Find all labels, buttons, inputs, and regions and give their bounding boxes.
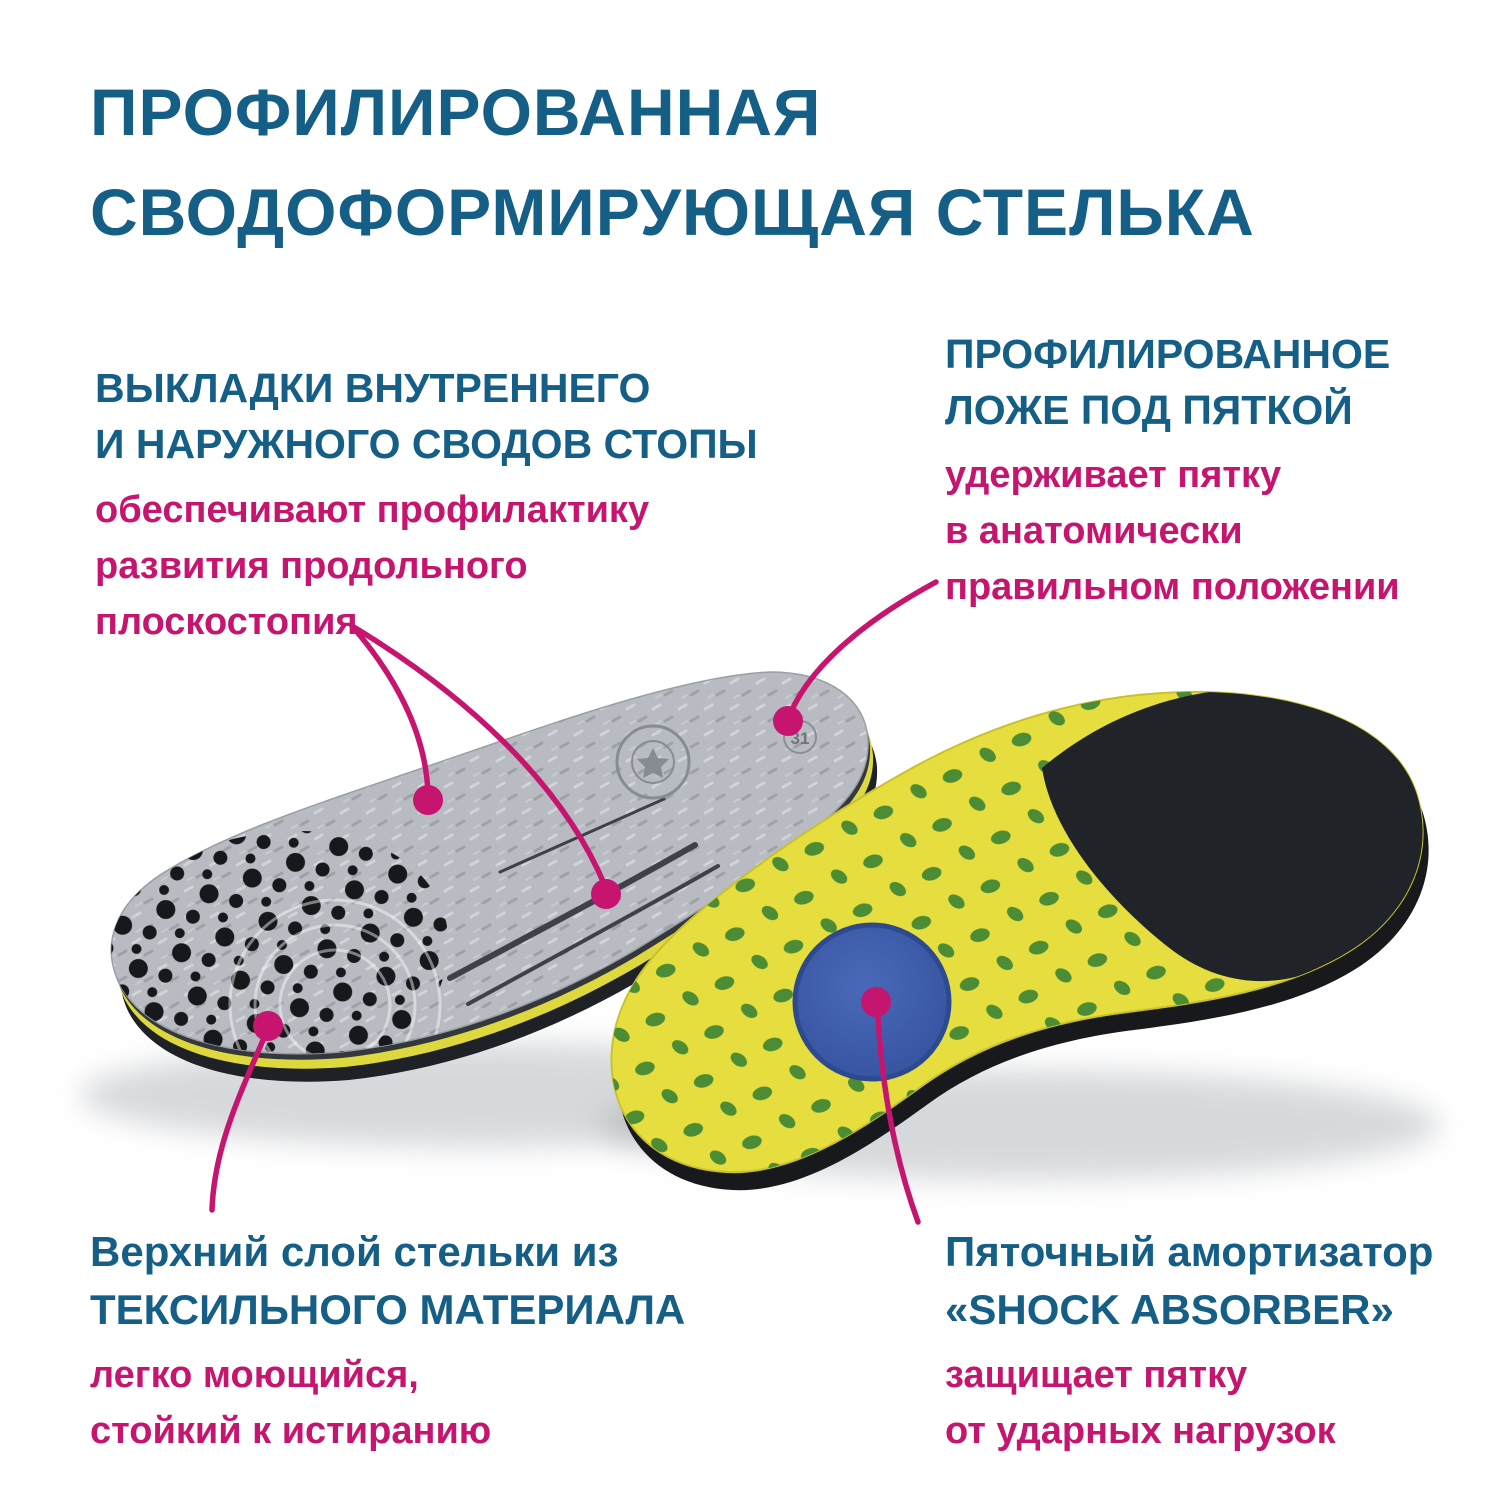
arches-heading-line-1: ВЫКЛАДКИ ВНУТРЕННЕГО (95, 365, 651, 411)
textile-description: легко моющийся, стойкий к истиранию (90, 1347, 491, 1459)
shock-absorber-description-line-2: от ударных нагрузок (945, 1410, 1336, 1452)
left-insole: 31 (110, 671, 878, 1082)
shock-absorber-description-line-1: защищает пятку (945, 1354, 1248, 1396)
callout-dot-arch-outer (591, 879, 621, 909)
callout-line-shock (875, 1013, 921, 1225)
heel-bed-description-line-1: удерживает пятку (945, 454, 1282, 496)
shock-absorber-heading: Пяточный амортизатор «SHOCK ABSORBER» (945, 1223, 1433, 1339)
heel-bed-heading-line-2: ЛОЖЕ ПОД ПЯТКОЙ (945, 387, 1353, 433)
arches-description-line-3: плоскостопия (95, 601, 358, 643)
callout-dot-heel-bed (773, 706, 803, 736)
textile-description-line-1: легко моющийся, (90, 1354, 419, 1396)
heel-ridge-rings (228, 898, 442, 1054)
arches-description: обеспечивают профилактику развития продо… (95, 482, 649, 650)
textile-description-line-2: стойкий к истиранию (90, 1410, 492, 1452)
shock-absorber-heading-line-2: «SHOCK ABSORBER» (945, 1286, 1394, 1333)
arches-description-line-2: развития продольного (95, 545, 528, 587)
flex-grooves (447, 797, 720, 1006)
shock-absorber-description: защищает пятку от ударных нагрузок (945, 1347, 1336, 1459)
toe-grip-dots (111, 830, 449, 1054)
heel-bed-heading-line-1: ПРОФИЛИРОВАННОЕ (945, 331, 1391, 377)
textile-heading-line-1: Верхний слой стельки из (90, 1228, 619, 1275)
callout-dot-shock (861, 987, 891, 1017)
arches-heading-line-2: И НАРУЖНОГО СВОДОВ СТОПЫ (95, 421, 758, 467)
callout-line-arches-2 (349, 623, 608, 889)
arches-description-line-1: обеспечивают профилактику (95, 489, 650, 531)
callout-lines (209, 579, 939, 1225)
callout-dot-textile (253, 1011, 283, 1041)
textile-heading-line-2: ТЕКСИЛЬНОГО МАТЕРИАЛА (90, 1286, 686, 1333)
page-title: ПРОФИЛИРОВАННАЯ СВОДОФОРМИРУЮЩАЯ СТЕЛЬКА (90, 62, 1255, 262)
callout-line-heel-bed (787, 579, 939, 717)
callout-dots (253, 706, 891, 1041)
heel-bed-description-line-3: правильном положении (945, 566, 1400, 608)
heel-bed-heading: ПРОФИЛИРОВАННОЕ ЛОЖЕ ПОД ПЯТКОЙ (945, 326, 1390, 438)
textile-heading: Верхний слой стельки из ТЕКСИЛЬНОГО МАТЕ… (90, 1223, 685, 1339)
shock-absorber-heading-line-1: Пяточный амортизатор (945, 1228, 1434, 1275)
page-title-line-2: СВОДОФОРМИРУЮЩАЯ СТЕЛЬКА (90, 175, 1255, 249)
heel-bed-description-line-2: в анатомически (945, 510, 1243, 552)
callout-line-arches-1 (349, 623, 431, 797)
arches-heading: ВЫКЛАДКИ ВНУТРЕННЕГО И НАРУЖНОГО СВОДОВ … (95, 360, 758, 472)
heel-bed-description: удерживает пятку в анатомически правильн… (945, 447, 1400, 615)
callout-line-textile (209, 1035, 267, 1213)
callout-dot-arch-inner (413, 785, 443, 815)
page-title-line-1: ПРОФИЛИРОВАННАЯ (90, 75, 822, 149)
brand-stamp (615, 724, 691, 800)
toe-cap (1042, 691, 1423, 982)
